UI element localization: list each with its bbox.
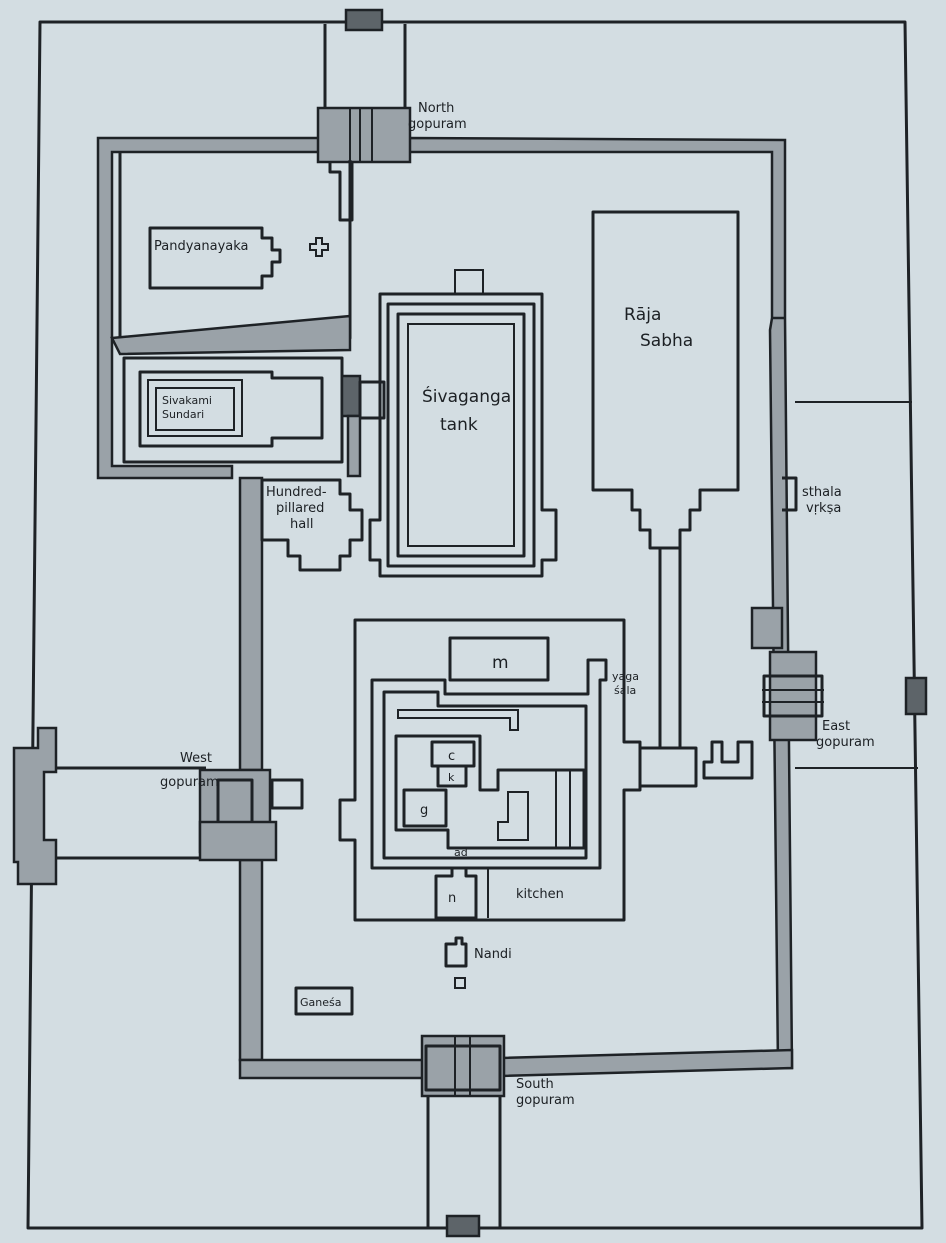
label-ganesa: Ganeśa xyxy=(300,996,341,1009)
east-wall-bump xyxy=(750,606,784,650)
label-south-gopuram: South xyxy=(516,1077,554,1092)
label-pandyanayaka: Pandyanayaka xyxy=(154,239,249,254)
label-sivaganga-tank-2: tank xyxy=(440,415,478,435)
label-east-gopuram-2: gopuram xyxy=(816,735,875,750)
label-south-gopuram-2: gopuram xyxy=(516,1093,575,1108)
label-m: m xyxy=(492,653,509,673)
nandi-shrine xyxy=(444,936,468,989)
sivakami-sundari-shrine xyxy=(138,370,324,448)
central-shrine-complex xyxy=(338,618,754,922)
court-connector xyxy=(340,374,386,478)
pandyanayaka-shrine xyxy=(148,226,282,290)
label-sthala-vrksa: sthala xyxy=(802,485,842,500)
label-k: k xyxy=(448,771,455,784)
south-entrance-block xyxy=(445,1214,481,1238)
label-east-gopuram: East xyxy=(822,719,850,734)
label-nandi: Nandi xyxy=(474,947,512,962)
u-shaped-structure xyxy=(702,740,754,780)
label-ad: ad xyxy=(454,846,468,859)
south-approach xyxy=(426,1095,502,1238)
north-entrance-block xyxy=(344,8,384,32)
label-hundred-pillared-3: hall xyxy=(290,517,313,532)
m-hall xyxy=(448,636,550,682)
chamber-g xyxy=(402,788,448,828)
label-west-gopuram-2: gopuram xyxy=(160,775,219,790)
ganesa-shrine xyxy=(294,986,354,1016)
label-sivakami-2: Sundari xyxy=(162,408,204,421)
raja-sabha-passage xyxy=(658,548,682,748)
cross-icon xyxy=(309,237,329,257)
chamber-n xyxy=(434,866,478,920)
label-hundred-pillared-2: pillared xyxy=(276,501,324,516)
raja-sabha-hall xyxy=(591,210,740,550)
east-gopuram xyxy=(762,650,824,742)
west-gopuram xyxy=(12,726,304,886)
label-c: c xyxy=(448,749,455,764)
east-outer-lines xyxy=(795,401,928,769)
east-outer-block xyxy=(904,676,928,716)
label-north-gopuram-2: gopuram xyxy=(408,117,467,132)
hundred-pillared-hall xyxy=(260,478,364,572)
sivaganga-tank xyxy=(368,269,558,578)
label-g: g xyxy=(420,803,428,818)
north-gopuram xyxy=(316,106,412,222)
sthala-vrksa-marker xyxy=(782,476,798,512)
main-enclosure-wall xyxy=(96,136,794,1070)
label-raja-sabha-2: Sabha xyxy=(640,331,693,351)
label-west-gopuram: West xyxy=(180,751,212,766)
label-sivaganga-tank: Śivaganga xyxy=(422,385,511,407)
sivakami-court xyxy=(110,314,352,464)
label-n: n xyxy=(448,891,456,906)
chamber-k xyxy=(436,764,468,788)
label-sivakami: Sivakami xyxy=(162,394,212,407)
south-wall-strip xyxy=(238,1048,794,1080)
label-raja-sabha: Rāja xyxy=(624,305,661,325)
label-sthala-vrksa-2: vṛkṣa xyxy=(806,501,841,516)
label-yaga-sala-2: śala xyxy=(614,684,636,697)
north-approach xyxy=(323,8,407,112)
label-kitchen: kitchen xyxy=(516,887,564,902)
label-north-gopuram: North xyxy=(418,101,454,116)
label-yaga-sala: yaga xyxy=(612,670,639,683)
label-hundred-pillared: Hundred- xyxy=(266,485,327,500)
south-gopuram xyxy=(420,1034,506,1098)
